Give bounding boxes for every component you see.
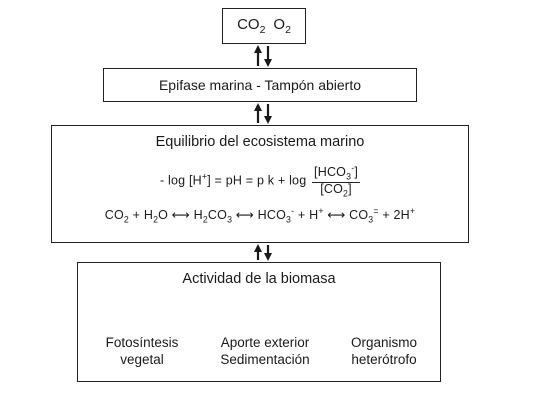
epifase-box: Epifase marina - Tampón abierto [103,68,417,102]
gases-box: CO2 O2 [222,8,306,44]
outcome-fotosintesis: Fotosíntesis vegetal [105,335,179,367]
biomasa-box: Actividad de la biomasa Fotosíntesis veg… [77,262,441,382]
equilibrio-box: Equilibrio del ecosistema marino - log [… [51,125,469,243]
epifase-label: Epifase marina - Tampón abierto [158,77,362,93]
co2-label: CO2 [237,16,266,36]
ph-fraction: [HCO3-] [CO2] [312,163,360,199]
biomasa-title: Actividad de la biomasa [182,271,336,287]
carbonate-equation: CO2 + H2O ⟷ H2CO3 ⟷ HCO3- + H+ ⟷ CO3= + … [104,206,416,225]
outcome-aporte: Aporte exterior Sedimentación [220,335,310,367]
equilibrium-arrow-icon: ⟷ [327,208,346,223]
equilibrium-arrow-icon: ⟷ [171,208,190,223]
o2-label: O2 [273,16,291,36]
outcome-organismo: Organismo heterótrofo [350,335,418,367]
equilibrium-arrow-icon: ⟷ [235,208,254,223]
ph-equation: - log [H+] = pH = p k + log [HCO3-] [CO2… [160,163,360,199]
equilibrio-title: Equilibrio del ecosistema marino [155,134,365,150]
